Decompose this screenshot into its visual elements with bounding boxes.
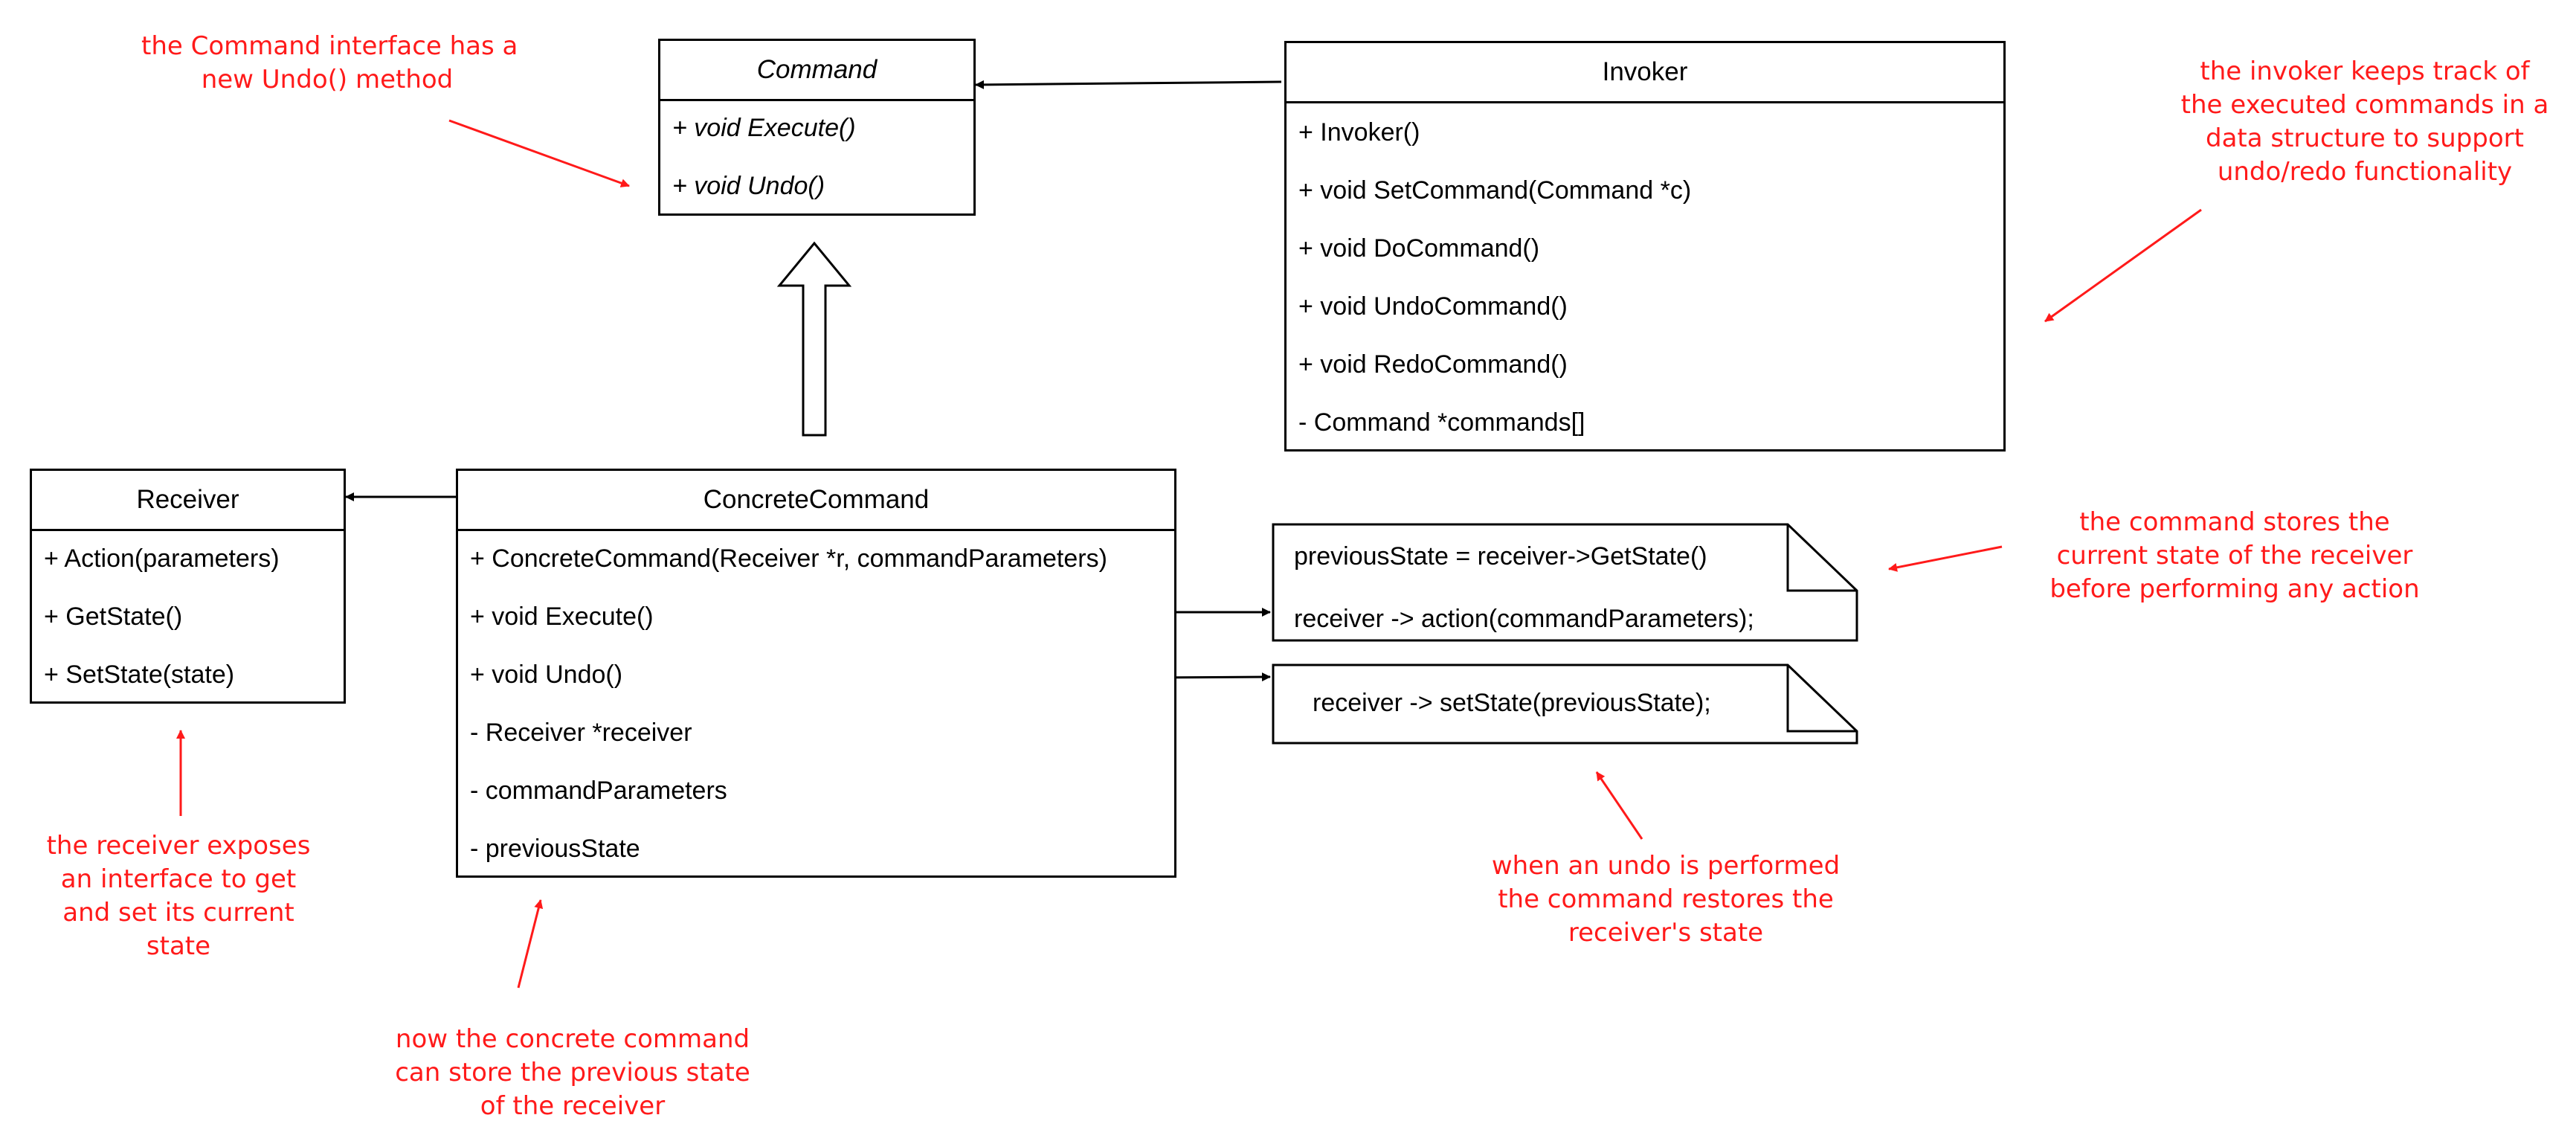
invoker-class-name: Invoker (1287, 43, 2003, 103)
concretecommand-class: ConcreteCommand + ConcreteCommand(Receiv… (456, 469, 1176, 878)
command-class-name: Command (660, 41, 973, 101)
receiver-class-name: Receiver (32, 471, 344, 531)
invoker-undocommand-method: + void UndoCommand() (1298, 292, 1568, 321)
inheritance-arrow (776, 241, 852, 437)
invoker-commands-field: - Command *commands[] (1298, 408, 1585, 437)
annotation-receiver-interface: the receiver exposes an interface to get… (46, 831, 311, 961)
invoker-to-command-arrow (975, 80, 1282, 89)
receiver-getstate-method: + GetState() (44, 602, 183, 631)
command-execute-method: + void Execute() (672, 114, 856, 142)
annotation-restores-state: when an undo is performed the command re… (1491, 851, 1841, 948)
receiver-action-method: + Action(parameters) (44, 544, 280, 573)
annotation-arrow-command (448, 119, 630, 187)
annotation-invoker-tracking: the invoker keeps track of the executed … (2180, 57, 2549, 187)
concretecommand-parameters-field: - commandParameters (470, 777, 727, 805)
receiver-setstate-method: + SetState(state) (44, 661, 235, 689)
execute-note-shape (1272, 523, 1858, 642)
concretecommand-previousstate-field: - previousState (470, 835, 640, 863)
execute-note-fold (1786, 524, 1857, 592)
command-undo-method: + void Undo() (672, 172, 825, 200)
annotation-arrow-concrete (517, 899, 544, 989)
execute-note-line-2: receiver -> action(commandParameters); (1294, 605, 1754, 633)
invoker-docommand-method: + void DoCommand() (1298, 234, 1540, 263)
annotation-concrete-stores: now the concrete command can store the p… (395, 1024, 750, 1121)
annotation-command-undo: the Command interface has a new Undo() m… (141, 31, 518, 94)
undo-note-line-1: receiver -> setState(previousState); (1313, 689, 1711, 717)
undo-note-fold (1786, 665, 1857, 733)
concretecommand-execute-method: + void Execute() (470, 602, 654, 631)
invoker-setcommand-method: + void SetCommand(Command *c) (1298, 176, 1692, 205)
concretecommand-constructor: + ConcreteCommand(Receiver *r, commandPa… (470, 544, 1107, 573)
concretecommand-undo-method: + void Undo() (470, 661, 623, 689)
undo-note-shape (1272, 663, 1858, 745)
execute-note-line-1: previousState = receiver->GetState() (1294, 542, 1707, 571)
annotation-arrow-restores (1595, 771, 1643, 840)
concretecommand-receiver-field: - Receiver *receiver (470, 719, 692, 747)
receiver-class: Receiver + Action(parameters) + GetState… (30, 469, 346, 704)
invoker-redocommand-method: + void RedoCommand() (1298, 350, 1568, 379)
invoker-class: Invoker + Invoker() + void SetCommand(Co… (1284, 41, 2006, 452)
concretecommand-class-name: ConcreteCommand (458, 471, 1174, 531)
annotation-stores-state: the command stores the current state of … (2049, 507, 2420, 604)
annotation-arrow-stores (1888, 545, 2003, 572)
invoker-constructor: + Invoker() (1298, 118, 1420, 147)
command-class: Command + void Execute() + void Undo() (658, 39, 976, 216)
annotation-arrow-invoker (2044, 208, 2202, 323)
